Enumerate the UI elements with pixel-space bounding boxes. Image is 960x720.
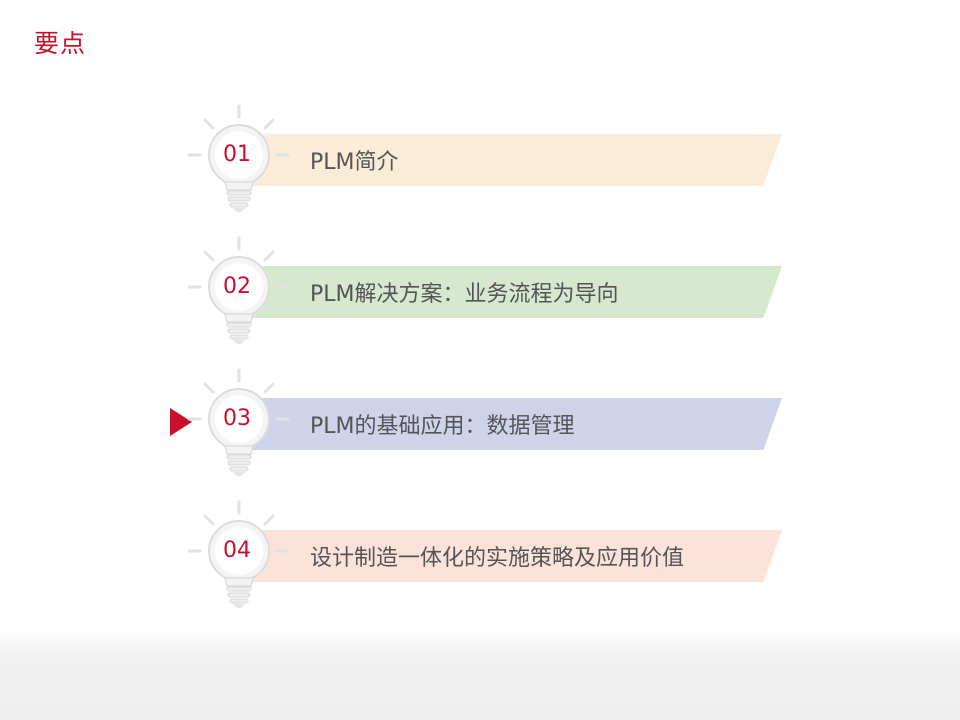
footer-band xyxy=(0,628,960,720)
current-item-arrow-icon xyxy=(170,408,192,436)
agenda-item[interactable]: 01 PLM简介 xyxy=(0,104,960,234)
agenda-item-banner xyxy=(250,134,782,186)
agenda-item[interactable]: 02 PLM解决方案：业务流程为导向 xyxy=(0,236,960,366)
page-title: 要点 xyxy=(34,29,87,58)
agenda-item-label: PLM的基础应用：数据管理 xyxy=(310,414,575,439)
lightbulb-icon xyxy=(183,368,295,480)
agenda-item-banner xyxy=(250,398,782,450)
agenda-item[interactable]: 04 设计制造一体化的实施策略及应用价值 xyxy=(0,500,960,630)
lightbulb-icon xyxy=(183,104,295,216)
lightbulb-icon xyxy=(183,500,295,612)
agenda-item-number: 04 xyxy=(223,538,251,563)
agenda-item-number: 03 xyxy=(223,406,251,431)
agenda-item-banner xyxy=(250,530,782,582)
lightbulb-icon xyxy=(183,236,295,348)
agenda-item-label: PLM解决方案：业务流程为导向 xyxy=(310,282,619,307)
agenda-item-banner xyxy=(250,266,782,318)
agenda-item-label: 设计制造一体化的实施策略及应用价值 xyxy=(310,546,685,571)
agenda-item-label: PLM简介 xyxy=(310,150,399,175)
agenda-item-number: 01 xyxy=(223,142,251,167)
agenda-item[interactable]: 03 PLM的基础应用：数据管理 xyxy=(0,368,960,498)
agenda-item-number: 02 xyxy=(223,274,251,299)
